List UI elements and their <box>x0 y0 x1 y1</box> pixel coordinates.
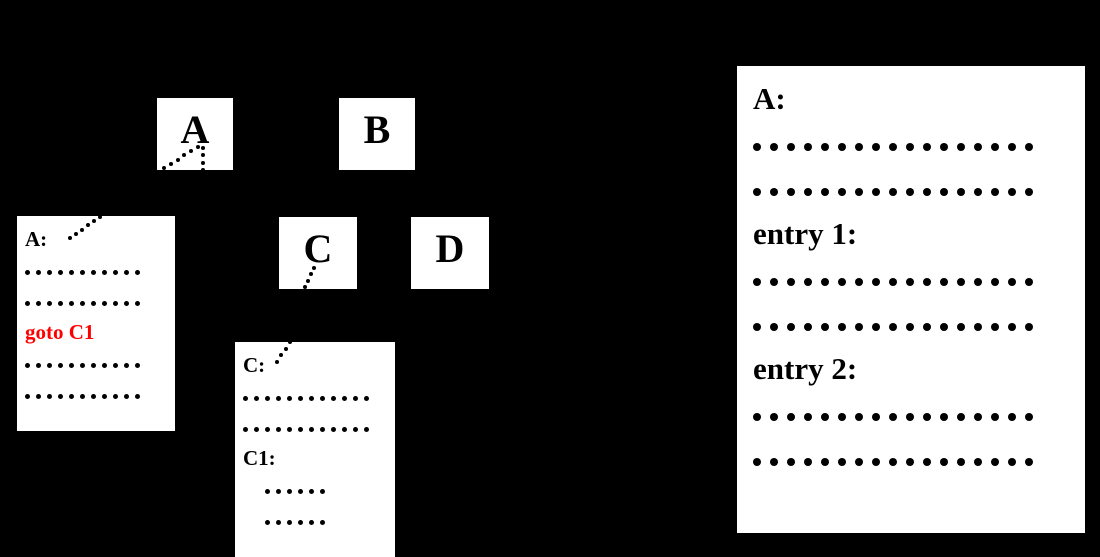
panel-right-a-label: entry 2: <box>753 351 858 386</box>
panel-right-a-dotted-line <box>737 121 1085 166</box>
node-box-d-label: D <box>435 226 465 271</box>
panel-c-label: C1: <box>243 446 276 470</box>
panel-a-dotted-line <box>17 348 175 379</box>
panel-right-a-dotted-line <box>737 301 1085 346</box>
panel-right-a-label-row: entry 2: <box>737 346 1085 391</box>
ellipsis-dots <box>265 474 395 505</box>
ellipsis-dots <box>753 301 1085 346</box>
node-box-a[interactable]: A <box>157 98 233 170</box>
ellipsis-dots <box>243 381 395 412</box>
panel-right-a-dotted-line <box>737 256 1085 301</box>
panel-c-dotted-line <box>235 381 395 412</box>
ellipsis-dots <box>25 348 175 379</box>
panel-right-a-label: entry 1: <box>753 216 858 251</box>
ellipsis-dots <box>753 436 1085 481</box>
panel-a-label-row: A: <box>17 224 175 255</box>
ellipsis-dots <box>243 412 395 443</box>
node-box-b[interactable]: B <box>339 98 415 170</box>
panel-a-label: A: <box>25 227 48 251</box>
panel-a-goto-row: goto C1 <box>17 317 175 348</box>
panel-right-a-dotted-line <box>737 436 1085 481</box>
ellipsis-dots <box>753 121 1085 166</box>
panel-a-dotted-line <box>17 286 175 317</box>
panel-c-label: C: <box>243 353 266 377</box>
panel-right-a-dotted-line <box>737 166 1085 211</box>
ellipsis-dots <box>25 255 175 286</box>
node-box-c-label: C <box>303 226 333 271</box>
panel-right-a-label-row: A: <box>737 76 1085 121</box>
node-box-b-label: B <box>363 107 391 152</box>
ellipsis-dots <box>753 166 1085 211</box>
panel-right-a-label-row: entry 1: <box>737 211 1085 256</box>
node-box-a-label: A <box>180 107 210 152</box>
ellipsis-dots <box>265 505 395 536</box>
ellipsis-dots <box>753 391 1085 436</box>
source-panel-routine-a[interactable]: A: goto C1 <box>17 216 175 431</box>
ellipsis-dots <box>753 256 1085 301</box>
node-box-c[interactable]: C <box>279 217 357 289</box>
panel-right-a-dotted-line <box>737 391 1085 436</box>
ellipsis-dots <box>25 286 175 317</box>
panel-c-dotted-line <box>235 474 395 505</box>
node-box-d[interactable]: D <box>411 217 489 289</box>
source-panel-routine-c[interactable]: C: C1: <box>235 342 395 557</box>
ellipsis-dots <box>25 379 175 410</box>
panel-a-dotted-line <box>17 255 175 286</box>
panel-c-label-row: C: <box>235 350 395 381</box>
panel-c-dotted-line <box>235 505 395 536</box>
panel-right-a-label: A: <box>753 81 786 116</box>
panel-a-dotted-line <box>17 379 175 410</box>
panel-c-label-row: C1: <box>235 443 395 474</box>
listing-panel-routine-a[interactable]: A: entry 1: entry 2: <box>737 66 1085 533</box>
goto-statement[interactable]: goto C1 <box>25 320 95 344</box>
panel-c-dotted-line <box>235 412 395 443</box>
